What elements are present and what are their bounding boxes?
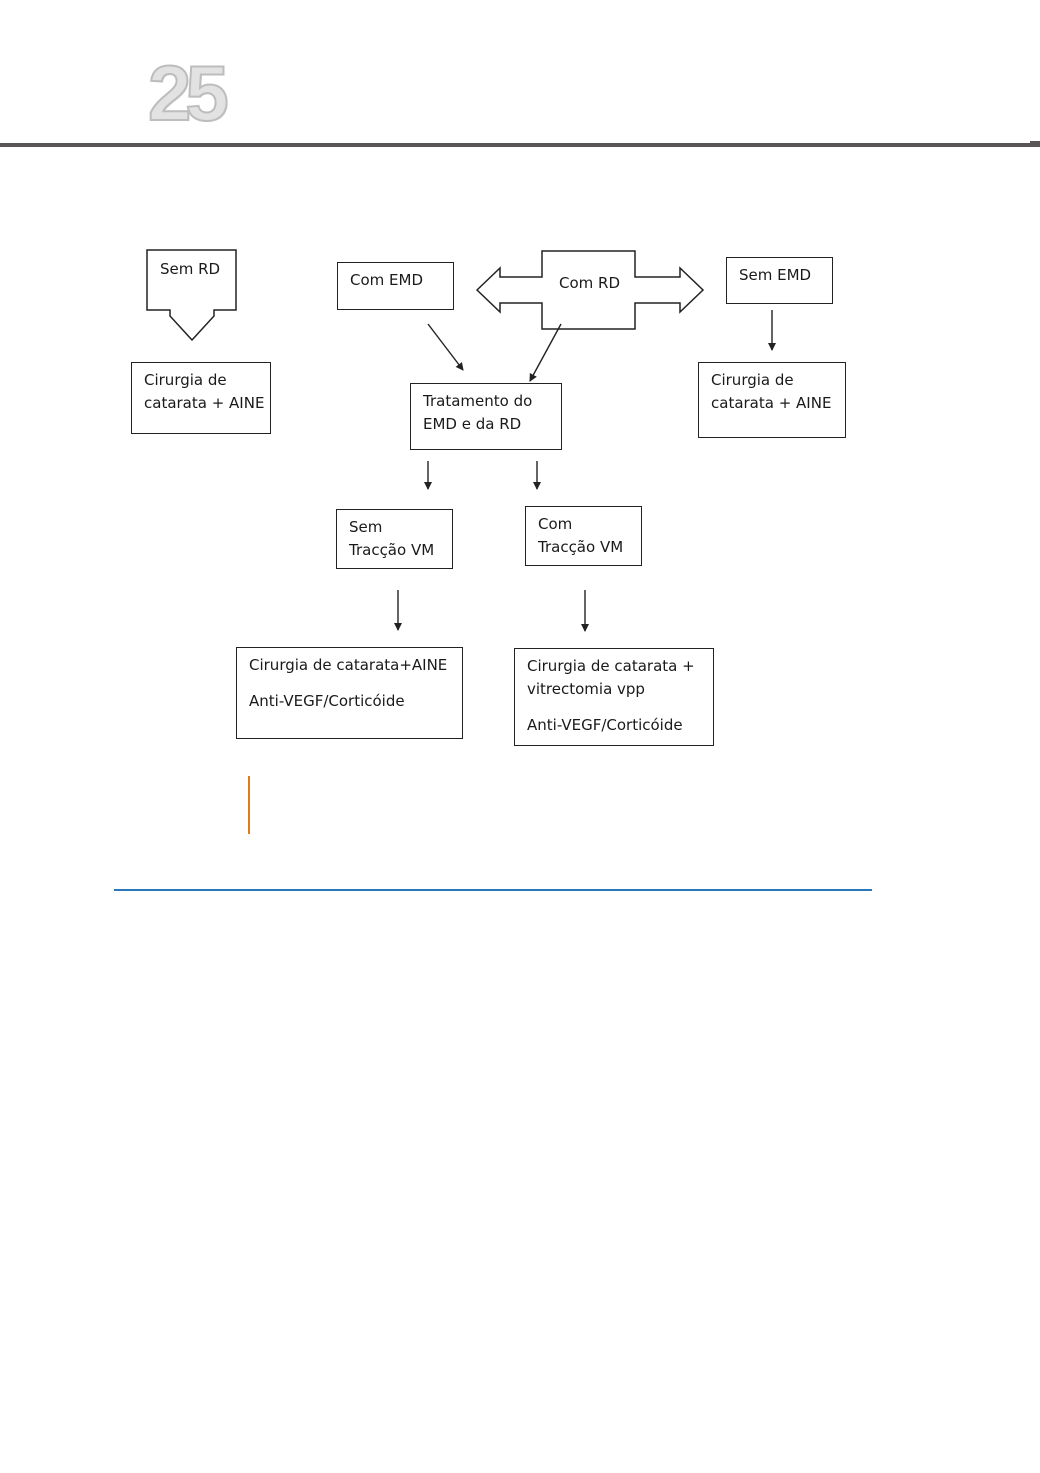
com-traccao-line-2: Tracção VM <box>538 538 624 556</box>
sem-traccao-line-1: Sem <box>349 518 383 536</box>
flowchart-connectors <box>146 249 776 632</box>
accent-bar <box>248 776 250 834</box>
com-rd-double-arrow <box>475 250 705 330</box>
arrow-com-emd-to-tratamento <box>427 323 464 371</box>
cirurgia-right-box: Cirurgia de catarata + AINE <box>698 362 846 438</box>
sem-rd-block-arrow <box>146 249 237 342</box>
arrow-com-rd-to-tratamento <box>529 323 562 382</box>
com-traccao-box: Com Tracção VM <box>525 506 642 566</box>
sem-emd-label: Sem EMD <box>739 266 812 284</box>
sem-emd-box: Sem EMD <box>726 257 833 304</box>
result-right-line-1: Cirurgia de catarata + <box>527 657 695 675</box>
tratamento-line-2: EMD e da RD <box>423 415 522 433</box>
tratamento-line-1: Tratamento do <box>423 392 533 410</box>
cirurgia-left-box: Cirurgia de catarata + AINE <box>131 362 271 434</box>
com-traccao-line-1: Com <box>538 515 573 533</box>
header-rule <box>0 143 1040 147</box>
sem-traccao-line-2: Tracção VM <box>349 541 435 559</box>
com-emd-box: Com EMD <box>337 262 454 310</box>
result-left-box: Cirurgia de catarata+AINE Anti-VEGF/Cort… <box>236 647 463 739</box>
header-rule-end <box>1030 141 1040 143</box>
result-left-line-2: Anti-VEGF/Corticóide <box>249 692 405 710</box>
result-left-line-1: Cirurgia de catarata+AINE <box>249 656 448 674</box>
cirurgia-left-line-1: Cirurgia de <box>144 371 227 389</box>
result-right-box: Cirurgia de catarata + vitrectomia vpp A… <box>514 648 714 746</box>
footer-rule <box>114 889 872 891</box>
tratamento-box: Tratamento do EMD e da RD <box>410 383 562 450</box>
sem-traccao-box: Sem Tracção VM <box>336 509 453 569</box>
com-rd-label: Com RD <box>559 274 621 292</box>
result-right-line-2: vitrectomia vpp <box>527 680 645 698</box>
com-emd-label: Com EMD <box>350 271 424 289</box>
cirurgia-left-line-2: catarata + AINE <box>144 394 265 412</box>
page-number: 25 <box>147 49 230 137</box>
result-right-line-3: Anti-VEGF/Corticóide <box>527 716 683 734</box>
cirurgia-right-line-2: catarata + AINE <box>711 394 832 412</box>
sem-rd-label: Sem RD <box>160 260 221 278</box>
cirurgia-right-line-1: Cirurgia de <box>711 371 794 389</box>
